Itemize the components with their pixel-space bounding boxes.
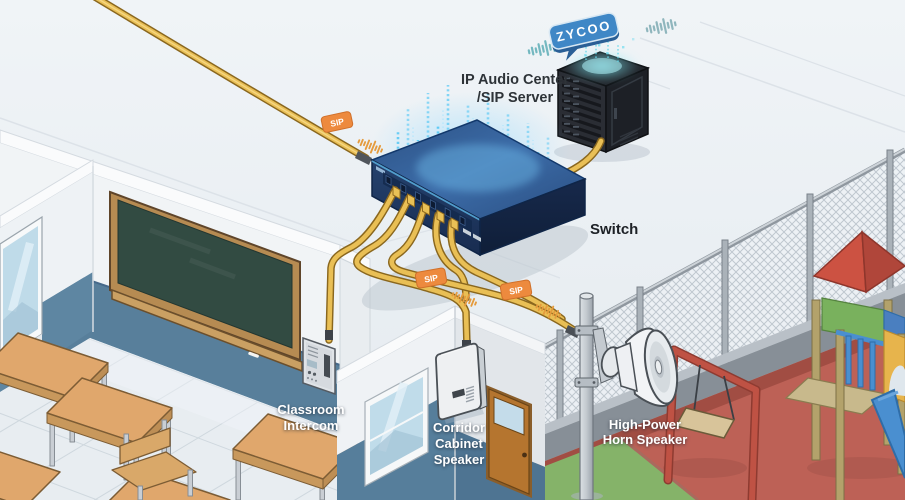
sip-badge: SIP	[320, 111, 354, 133]
switch-ports	[383, 172, 481, 242]
switch-logo	[376, 166, 385, 175]
server-label-line1: IP Audio Center	[461, 72, 569, 88]
corridor-cabinet-speaker-device	[435, 340, 488, 424]
cable-to-intercom	[325, 186, 399, 344]
high-power-horn-speaker-device	[571, 292, 679, 500]
corridor-speaker-label-line1: Corridor	[433, 420, 485, 435]
door-knob	[522, 452, 527, 458]
chair	[111, 419, 197, 500]
corridor-window	[364, 366, 429, 488]
sip-badge: SIP	[499, 279, 533, 301]
corridor-speaker-label-line2: Cabinet	[435, 436, 483, 451]
student-desks	[0, 332, 359, 500]
play-structure	[784, 230, 905, 500]
sip-badge-text: SIP	[508, 284, 524, 296]
cable-to-cabinet-speaker	[353, 194, 471, 350]
chalk-tray	[111, 288, 303, 373]
server-slots	[562, 76, 601, 146]
horn-speaker-label-line2: Horn Speaker	[603, 432, 688, 447]
sip-badge: SIP	[414, 267, 448, 289]
intercom-label-line1: Classroom	[277, 402, 344, 417]
cable-uplink	[92, 0, 372, 165]
corridor-building	[336, 305, 546, 500]
classroom-intercom-device	[302, 330, 336, 396]
server-label-line2: /SIP Server	[477, 90, 554, 106]
slide	[870, 388, 905, 479]
horn-speaker-label-line1: High-Power	[609, 417, 681, 432]
grass-strip	[535, 437, 698, 500]
sip-badge-text: SIP	[329, 116, 345, 129]
classroom	[0, 129, 371, 500]
port-plugs	[392, 185, 459, 232]
switch-label: Switch	[590, 221, 638, 238]
swing-seat	[674, 407, 736, 439]
corridor-speaker-label-line3: Speaker	[434, 452, 485, 467]
labels: IP Audio Center /SIP Server Switch Class…	[277, 72, 687, 467]
blackboard	[109, 190, 303, 373]
switch-side	[479, 177, 586, 257]
corridor-door	[486, 385, 532, 498]
intercom-label-line2: Intercom	[284, 418, 339, 433]
sip-badge-text: SIP	[423, 272, 439, 284]
